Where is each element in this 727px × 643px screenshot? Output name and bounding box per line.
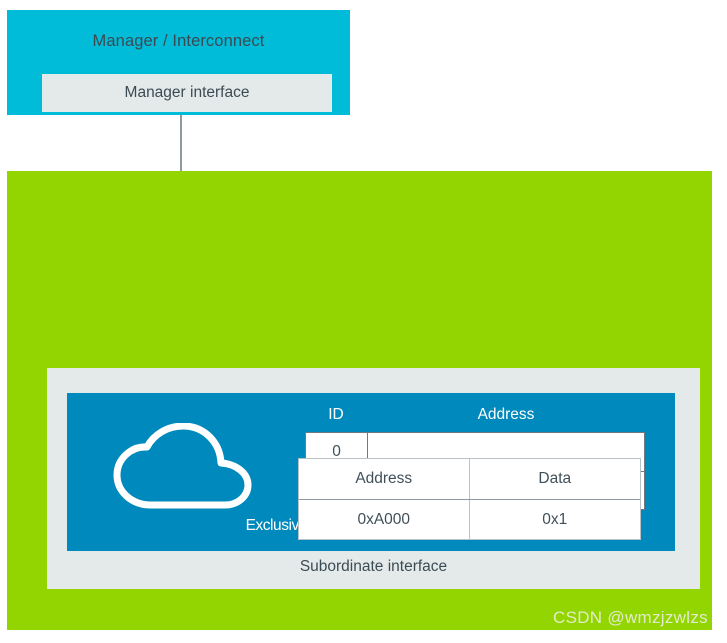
monitor-table-header-id: ID (328, 406, 344, 423)
table-row: 0xA000 0x1 (299, 499, 640, 539)
memory-table: Address Data 0xA000 0x1 (298, 458, 641, 540)
manager-interface-block: Manager interface (42, 74, 332, 112)
memory-table-header-data: Data (538, 470, 572, 487)
subordinate-block: ID Address 0 1 Exclusive Ac (7, 171, 712, 630)
cloud-icon (113, 423, 252, 509)
memory-cell-address: 0xA000 (299, 500, 470, 539)
table-row: 0 (306, 433, 644, 471)
subordinate-interface-label: Subordinate interface (299, 558, 448, 575)
monitor-table-header-address: Address (477, 406, 535, 423)
memory-cell-data: 0x1 (542, 510, 568, 528)
manager-interconnect-block: Manager / Interconnect Manager interface (7, 10, 350, 115)
memory-table-header-address: Address (299, 459, 470, 499)
memory-table-header-row: Address Data (299, 459, 640, 499)
monitor-table-header-row: ID Address (305, 398, 645, 432)
watermark: CSDN @wmzjzwlzs (553, 608, 708, 627)
manager-title: Manager / Interconnect (92, 32, 265, 50)
monitor-cell-id: 0 (306, 433, 368, 471)
